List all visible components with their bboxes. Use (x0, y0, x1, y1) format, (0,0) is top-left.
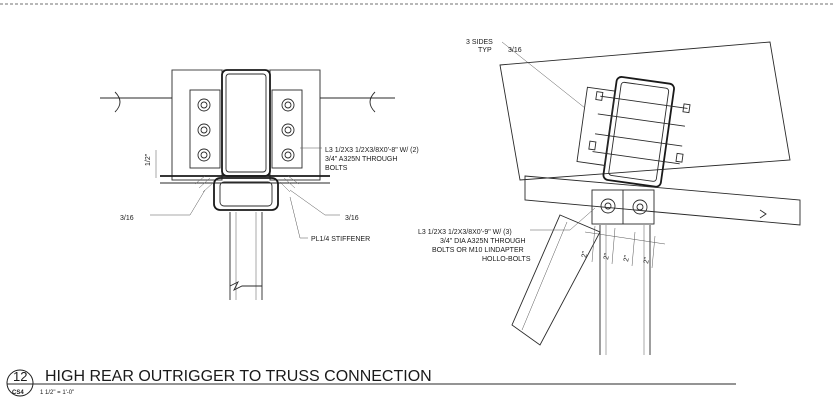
detail-bubble (6, 369, 34, 397)
truss-chord-right (269, 69, 321, 181)
weld-note-line1: 3 SIDES (466, 39, 493, 46)
dimension-label-3: 2" (623, 254, 631, 262)
dimension-label-2: 2" (603, 252, 611, 260)
sloped-truss-member (499, 41, 791, 181)
right-angle-note-line1: L3 1/2X3 1/2X3/8X0'-9" W/ (3) (418, 229, 512, 236)
weld-size-label: 3/16 (508, 47, 522, 54)
dimension-label-4: 2" (643, 256, 651, 264)
angle-plate-right (271, 89, 303, 169)
right-weld-label: 3/16 (345, 215, 359, 222)
diagonal-brace (511, 214, 601, 346)
detail-sheet: CS4 (12, 390, 24, 396)
stiffener-hatch (194, 175, 300, 193)
weld-note-line2: TYP (478, 47, 492, 54)
detail-number: 12 (13, 369, 27, 384)
left-elevation-view (100, 69, 395, 300)
truss-chord-left (171, 69, 223, 181)
bolt-group-left (197, 98, 211, 162)
right-section-view (499, 41, 801, 355)
outrigger-tube (221, 69, 271, 177)
right-angle-note-line3: BOLTS OR M10 LINDAPTER (432, 247, 524, 254)
angle-plate-left (189, 89, 221, 169)
stiffener-note: PL1/4 STIFFENER (311, 236, 370, 243)
dimension-label-1: 2" (581, 250, 589, 258)
detail-scale: 1 1/2" = 1'-0" (40, 390, 74, 396)
right-angle-note-line2: 3/4" DIA A325N THROUGH (440, 238, 526, 245)
left-weld-label: 3/16 (120, 215, 134, 222)
bolt-group-right (281, 98, 295, 162)
left-angle-note-line3: BOLTS (325, 165, 348, 172)
right-angle-note-line4: HOLLO-BOLTS (482, 256, 531, 263)
outrigger-tube-right (602, 76, 675, 188)
vertical-dimension-label: 1/2" (145, 153, 152, 166)
lower-chord (524, 175, 801, 226)
left-angle-note-line1: L3 1/2X3 1/2X3/8X0'-8" W/ (2) (325, 147, 419, 154)
detail-title-block: 12 CS4 HIGH REAR OUTRIGGER TO TRUSS CONN… (6, 368, 736, 397)
left-angle-note-line2: 3/4" A325N THROUGH (325, 156, 397, 163)
base-tube (213, 177, 279, 211)
detail-title: HIGH REAR OUTRIGGER TO TRUSS CONNECTION (45, 368, 432, 385)
